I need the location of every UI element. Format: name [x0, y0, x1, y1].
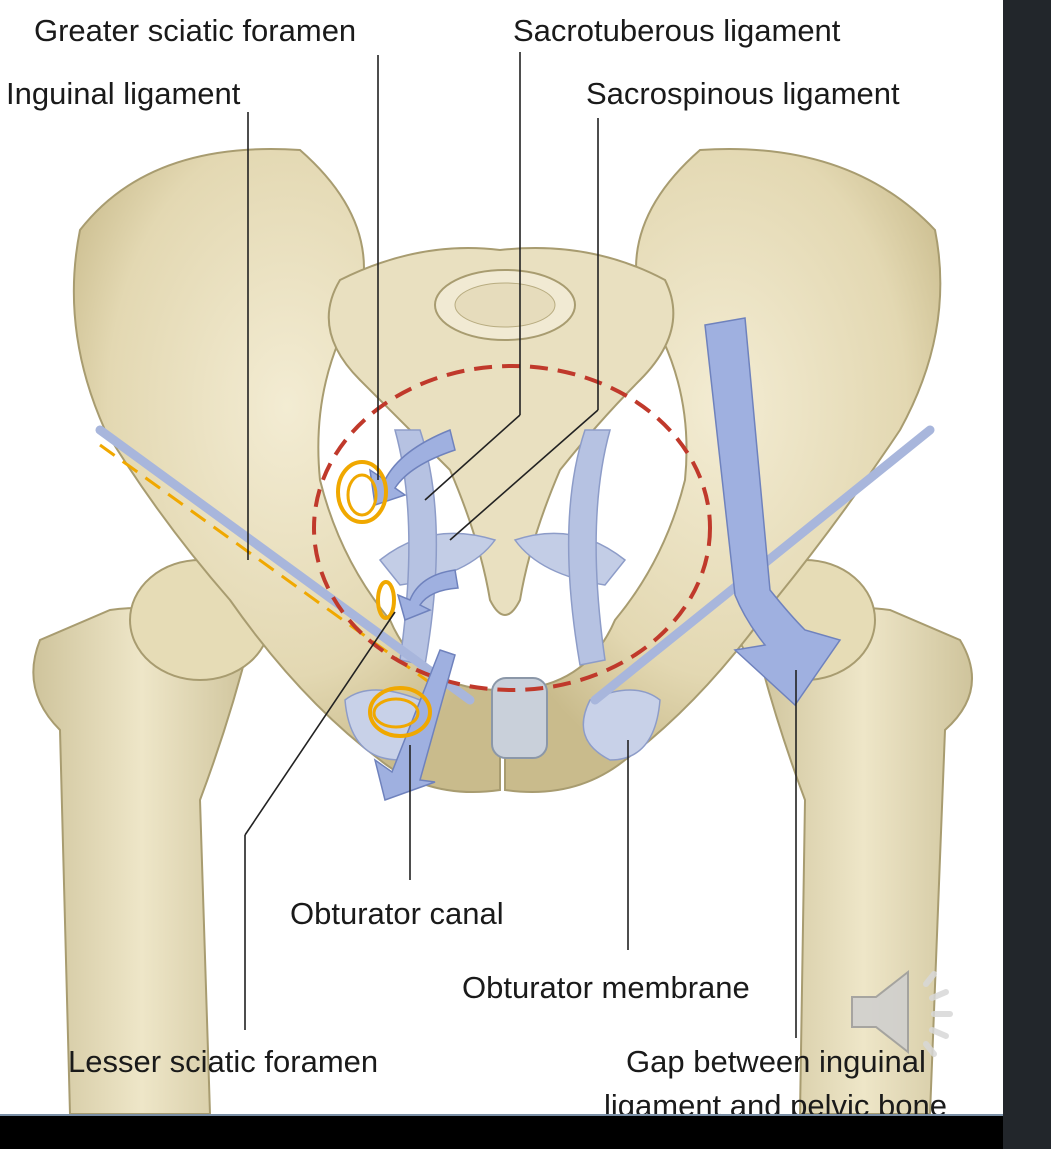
anatomy-slide: Greater sciatic foramen Sacrotuberous li…	[0, 0, 1003, 1114]
label-greater-sciatic-foramen: Greater sciatic foramen	[34, 13, 357, 48]
presentation-bottom-bar	[0, 1114, 1003, 1149]
label-gap-line1: Gap between inguinal	[626, 1044, 926, 1079]
pelvis-illustration	[32, 52, 973, 1114]
pubic-symphysis	[491, 677, 548, 759]
right-obturator-membrane	[582, 689, 661, 761]
highlight-obturator	[368, 686, 432, 738]
label-sacrospinous-ligament: Sacrospinous ligament	[586, 76, 900, 111]
leader-lines	[244, 52, 797, 1038]
highlight-greater-sciatic	[336, 460, 388, 524]
left-inguinal-ligament	[95, 425, 475, 705]
lesser-sciatic-arrow	[396, 569, 459, 622]
right-sacrotuberous-ligament	[567, 429, 611, 666]
pelvic-inlet-outline	[312, 364, 712, 692]
window-side-panel	[1003, 0, 1051, 1149]
label-inguinal-ligament: Inguinal ligament	[6, 76, 241, 111]
label-obturator-canal: Obturator canal	[290, 896, 504, 931]
highlight-lesser-sciatic	[376, 580, 396, 620]
label-lesser-sciatic-foramen: Lesser sciatic foramen	[68, 1044, 379, 1079]
label-gap-line2: ligament and pelvic bone	[604, 1088, 947, 1114]
speaker-icon[interactable]	[846, 962, 966, 1062]
femoral-gap-arrow	[704, 317, 842, 707]
label-obturator-membrane: Obturator membrane	[462, 970, 750, 1005]
label-sacrotuberous-ligament: Sacrotuberous ligament	[513, 13, 841, 48]
left-femur	[32, 607, 252, 1114]
